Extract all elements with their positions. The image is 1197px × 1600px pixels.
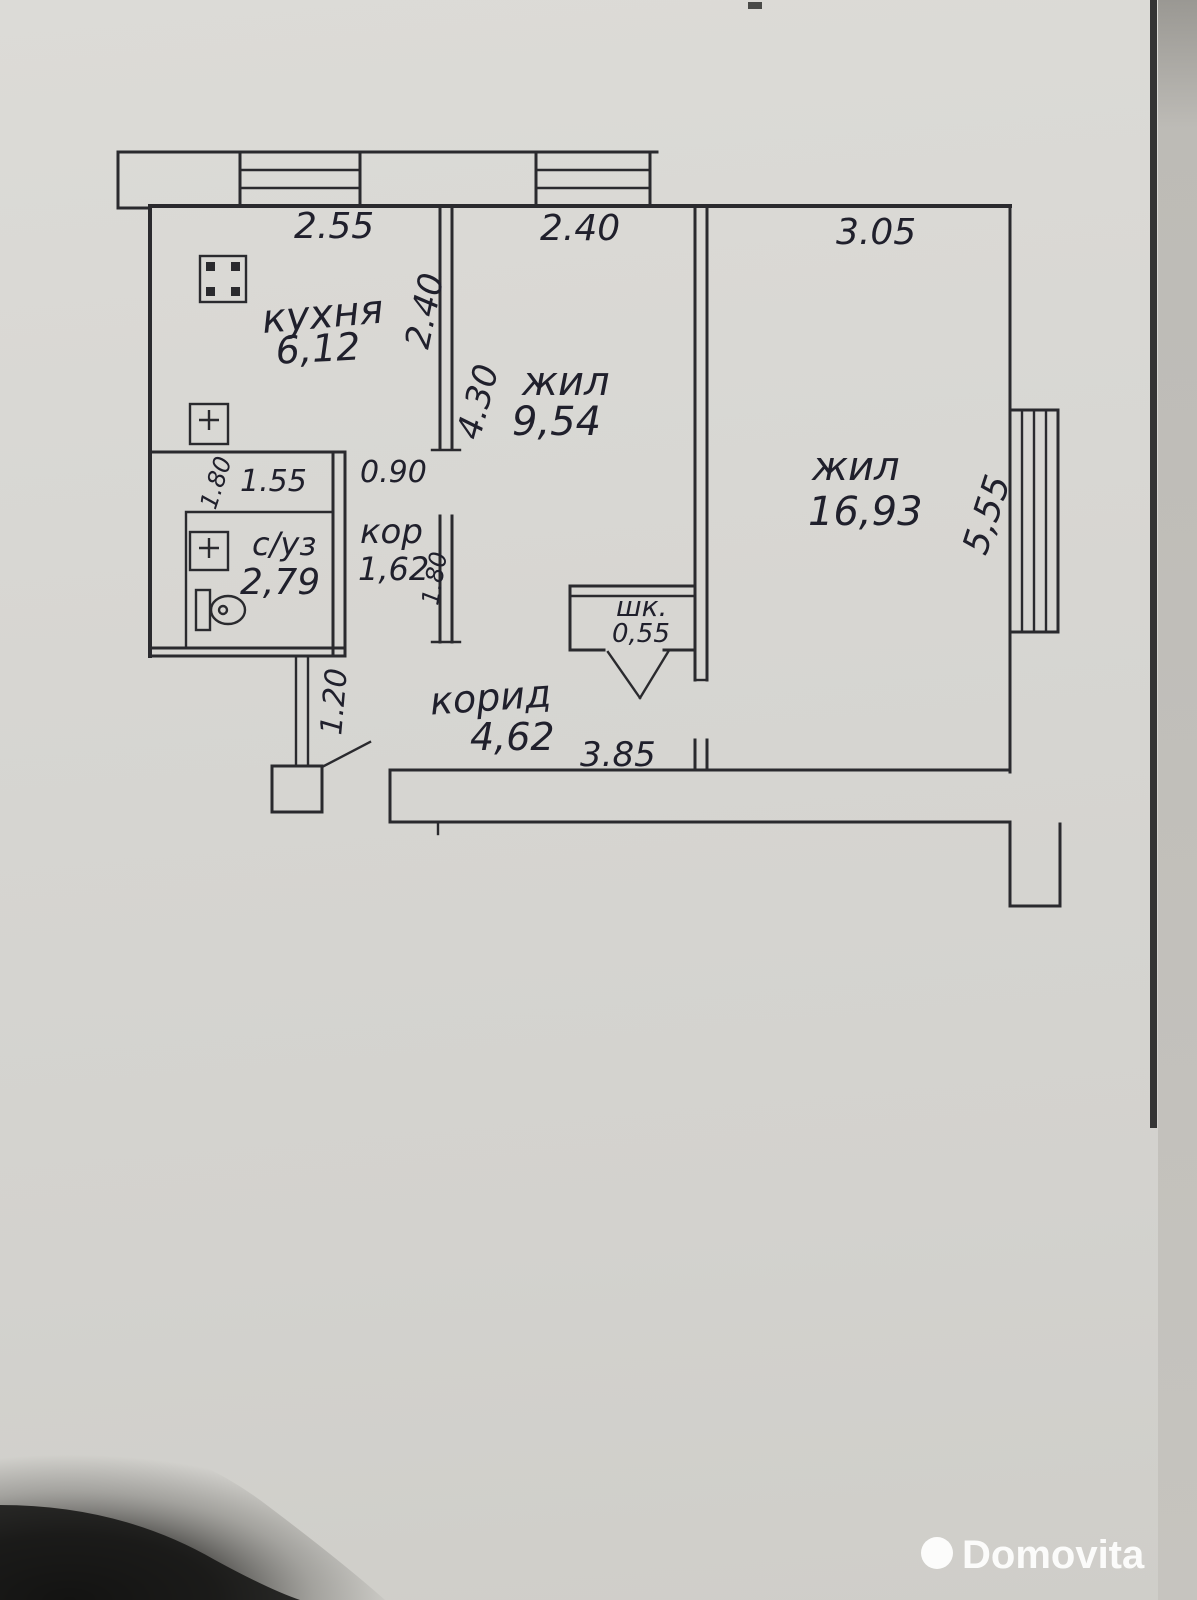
closet-door-swing (606, 650, 670, 700)
dim-bath-top: 1.55 (240, 464, 307, 499)
dim-top-kitchen: 2.55 (294, 206, 374, 247)
bath-sink-icon (188, 530, 230, 572)
dim-room1-depth: 4.30 (449, 360, 507, 443)
room-label-bath: с/уз (252, 525, 316, 563)
room-label-hall: кор (360, 512, 423, 552)
scan-shadow-core (0, 1505, 300, 1600)
room-label-room1: жил (521, 359, 610, 405)
window-top-middle (534, 150, 652, 208)
room-label-closet: шк. (616, 590, 667, 623)
interior-walls (148, 204, 1012, 836)
room-area-room2: 16,93 (808, 489, 923, 535)
stove-icon (198, 254, 248, 304)
closet-box (568, 584, 697, 700)
dim-hall-door: 0.90 (360, 455, 427, 490)
window-top-left (238, 150, 362, 208)
room-area-closet: 0,55 (612, 619, 670, 649)
room-label-corridor: корид (428, 671, 552, 723)
toilet-icon (194, 588, 247, 632)
scan-speck (748, 2, 762, 9)
dim-corridor-width: 3.85 (580, 735, 656, 775)
dim-kitchen-depth: 2.40 (398, 270, 453, 352)
room-area-corridor: 4,62 (470, 715, 555, 759)
dim-top-room1: 2.40 (540, 208, 620, 249)
room-area-bath: 2,79 (240, 562, 320, 603)
dim-top-room2: 3.05 (836, 212, 916, 253)
window-right (1008, 408, 1060, 634)
dim-entry-depth: 1.20 (314, 667, 355, 737)
room-area-room1: 9,54 (512, 399, 601, 445)
kitchen-sink-icon (188, 402, 230, 446)
watermark-brand: Domovita (962, 1533, 1145, 1577)
entry-porch (270, 764, 324, 814)
room-area-hall: 1,62 (358, 550, 429, 588)
room-label-kitchen: кухня (260, 287, 385, 343)
scan-right-edge-band (1150, 0, 1197, 1600)
room-area-kitchen: 6,12 (275, 324, 362, 372)
entry-door-swing (322, 740, 372, 768)
watermark-dot-icon (921, 1537, 953, 1569)
room-label-room2: жил (811, 444, 900, 490)
watermark: Domovita (921, 1533, 1145, 1577)
dim-bath-left: 1.80 (194, 453, 237, 512)
scan-fold-line (1150, 0, 1157, 1128)
